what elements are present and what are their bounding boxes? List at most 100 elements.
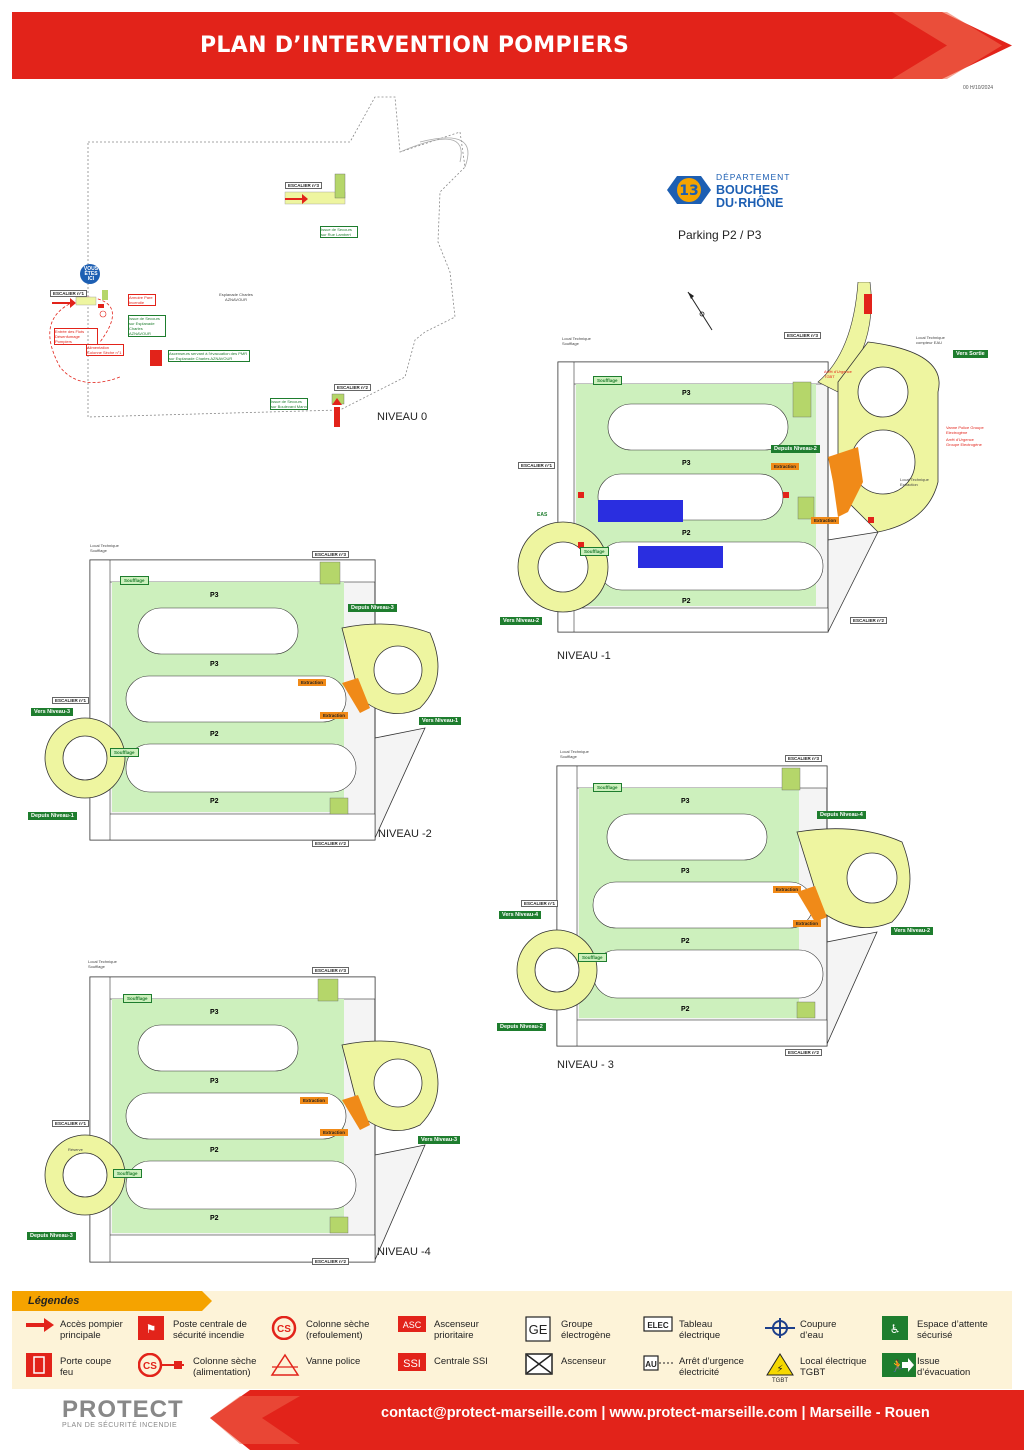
- legend-label-line2: (refoulement): [306, 1330, 363, 1341]
- brand-departement: DÉPARTEMENT: [716, 172, 791, 182]
- level-minus-1-plan: [517, 282, 940, 633]
- header-banner: [12, 12, 1012, 79]
- legend-label-line1: Colonne sèche: [193, 1356, 257, 1367]
- legend-label-line2: sécurité incendie: [173, 1330, 245, 1341]
- n1-local-soufflage: Local Technique Soufflage: [562, 336, 591, 346]
- n0-issue-3: Issue de Secours sur Rue Lambert: [320, 226, 358, 238]
- n2-escalier-2: ESCALIER n°2: [312, 840, 350, 847]
- legend-label: Colonne sèche(alimentation): [193, 1356, 256, 1378]
- n1-arret-urgence: Arrêt d'Urgence Groupe Electrogène: [946, 437, 982, 447]
- svg-text:13: 13: [679, 183, 698, 199]
- legend-label-line2: (alimentation): [193, 1367, 251, 1378]
- n1-p2-bottom: P2: [682, 598, 691, 605]
- n1-escalier-1: ESCALIER n°1: [518, 462, 556, 469]
- legend-label-line1: Porte coupe: [60, 1356, 112, 1367]
- legend-label: Vanne police: [306, 1356, 360, 1367]
- legend-label-line2: prioritaire: [434, 1330, 474, 1341]
- n4-extraction-2: Extraction: [320, 1129, 349, 1136]
- legend-label-line2: d’eau: [800, 1330, 824, 1341]
- legend-cs-icon: CS: [270, 1315, 298, 1345]
- n0-issue-2: Issue de Secours sur Boulevard Mann: [270, 398, 308, 410]
- legend-title: Légendes: [28, 1295, 80, 1307]
- n4-p2-mid: P2: [210, 1147, 219, 1154]
- n2-depuis-niveau-1: Depuis Niveau-1: [28, 812, 77, 820]
- n2-vers-niveau-1: Vers Niveau-1: [419, 717, 462, 725]
- n1-local-extraction: Local Technique Extraction: [900, 477, 929, 487]
- svg-text:CS: CS: [143, 1361, 157, 1372]
- n1-soufflage-1: Soufflage: [593, 376, 622, 385]
- level-minus-4-plan: [44, 976, 439, 1263]
- legend-asc-icon: ASC: [398, 1316, 426, 1337]
- legend-label-line1: Issue: [917, 1356, 940, 1367]
- n3-p3-top: P3: [681, 798, 690, 805]
- n0-issue-1: Issue de Secours sur Esplanade Charles A…: [128, 315, 166, 337]
- n1-local-eau: Local Technique compteur EAU: [916, 335, 945, 345]
- legend-emergency-stop-icon: AU: [643, 1353, 673, 1378]
- n0-esplanade-label: Esplanade Charles AZNAVOUR: [219, 292, 253, 302]
- legend-label-line1: Vanne police: [306, 1356, 361, 1367]
- svg-text:ELEC: ELEC: [647, 1321, 669, 1330]
- n2-p3-top: P3: [210, 592, 219, 599]
- legend-label: Colonne sèche(refoulement): [306, 1319, 369, 1341]
- n3-depuis-niveau-2: Depuis Niveau-2: [497, 1023, 546, 1031]
- n1-p3-top: P3: [682, 390, 691, 397]
- legend-label-line1: Groupe: [561, 1319, 593, 1330]
- n1-vers-niveau-2: Vers Niveau-2: [500, 617, 543, 625]
- n0-escalier-2: ESCALIER n°2: [334, 384, 372, 391]
- n0-ascenseurs-pmr: Ascenseurs servant à l'évacuation des PM…: [168, 350, 250, 362]
- legend-exit-icon: 🏃: [882, 1353, 916, 1382]
- level-minus-2-label: NIVEAU -2: [378, 828, 432, 840]
- n3-p3-mid: P3: [681, 868, 690, 875]
- svg-text:AU: AU: [645, 1360, 657, 1369]
- legend-label-line2: sécurisé: [917, 1330, 953, 1341]
- n2-local-soufflage: Local Technique Soufflage: [90, 543, 119, 553]
- protect-logo-subtitle: PLAN DE SÉCURITÉ INCENDIE: [62, 1422, 178, 1429]
- legend-arrow-icon: [26, 1316, 54, 1339]
- legend-label-line1: Local électrique: [800, 1356, 867, 1367]
- legend-police-valve-icon: [270, 1353, 300, 1382]
- n2-extraction-1: Extraction: [298, 679, 327, 686]
- n1-p3-mid: P3: [682, 460, 691, 467]
- legend-elec-icon: ELEC: [643, 1316, 673, 1337]
- n3-soufflage-1: Soufflage: [593, 783, 622, 792]
- legend-label-line1: Arrêt d’urgence: [679, 1356, 744, 1367]
- n2-vers-niveau-3: Vers Niveau-3: [31, 708, 74, 716]
- svg-text:⚡: ⚡: [776, 1364, 783, 1375]
- n3-p2-mid: P2: [681, 938, 690, 945]
- level-0-label: NIVEAU 0: [377, 411, 428, 423]
- n3-escalier-3: ESCALIER n°3: [785, 755, 823, 762]
- n1-vers-sortie: Vers Sortie: [953, 350, 988, 358]
- n0-entree-pompiers: Entrée des Flots Désenfumage Pompiers: [54, 328, 98, 345]
- legend-title-banner: [12, 1291, 212, 1311]
- svg-text:♿: ♿: [890, 1322, 901, 1336]
- n4-extraction-1: Extraction: [300, 1097, 329, 1104]
- legend-elevator-icon: [525, 1353, 553, 1380]
- parking-label: Parking P2 / P3: [678, 228, 762, 242]
- n2-soufflage-1: Soufflage: [120, 576, 149, 585]
- n1-extraction-2: Extraction: [811, 517, 840, 524]
- n4-soufflage-1: Soufflage: [123, 994, 152, 1003]
- n3-extraction-1: Extraction: [773, 886, 802, 893]
- legend-fire-door-icon: [26, 1353, 52, 1382]
- n0-escalier-1: ESCALIER n°1: [50, 290, 88, 297]
- legend-ge-icon: GE: [525, 1316, 551, 1347]
- footer-contact: contact@protect-marseille.com | www.prot…: [381, 1405, 930, 1421]
- n2-extraction-2: Extraction: [320, 712, 349, 719]
- n3-local-soufflage: Local Technique Soufflage: [560, 749, 589, 759]
- legend-label-line1: Ascenseur: [434, 1319, 479, 1330]
- legend-label-line2: électrique: [679, 1330, 721, 1341]
- legend-label-line1: Tableau: [679, 1319, 713, 1330]
- n1-eas: EAS: [537, 512, 548, 518]
- n4-vers-niveau-3: Vers Niveau-3: [418, 1136, 461, 1144]
- legend-label: Ascenseur: [561, 1356, 606, 1367]
- n2-p3-mid: P3: [210, 661, 219, 668]
- n4-local-soufflage: Local Technique Soufflage: [88, 959, 117, 969]
- n2-soufflage-2: Soufflage: [110, 748, 139, 757]
- legend-label-line1: Espace d’attente: [917, 1319, 988, 1330]
- svg-text:SSI: SSI: [403, 1358, 421, 1370]
